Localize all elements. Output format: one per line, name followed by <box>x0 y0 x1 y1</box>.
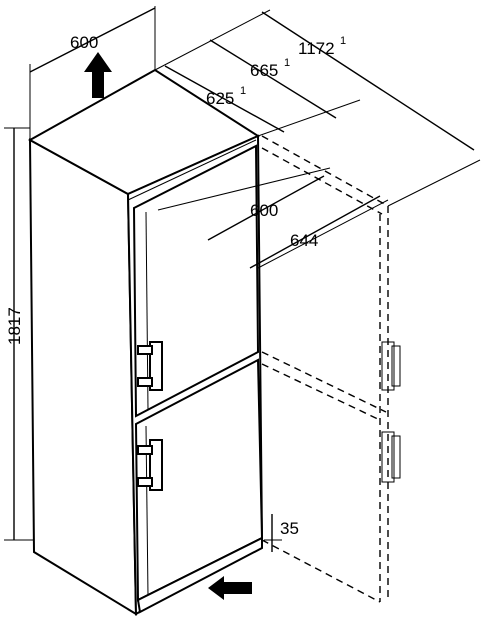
dimension-door: 600 644 <box>157 167 389 269</box>
cabinet-left-side <box>28 138 138 616</box>
note-depth-handles: 1 <box>284 57 290 69</box>
airflow-arrows <box>84 52 252 600</box>
arrow-left-icon <box>208 576 252 600</box>
upper-handle <box>137 341 163 391</box>
dimension-top-width: 600 <box>29 6 156 140</box>
lower-door <box>134 358 264 614</box>
dimension-depths: 1172 1 665 1 625 1 <box>154 9 481 207</box>
label-depth-body: 625 <box>206 89 234 108</box>
arrow-up-icon <box>84 52 112 98</box>
label-door-swing: 644 <box>290 231 318 250</box>
note-total-depth: 1 <box>340 35 346 47</box>
lower-handle <box>137 439 163 491</box>
label-door-width: 600 <box>250 201 278 220</box>
label-depth-handles: 665 <box>250 61 278 80</box>
label-top-width: 600 <box>70 33 98 52</box>
dimension-plinth: 35 <box>264 514 299 552</box>
note-depth-body: 1 <box>240 85 246 97</box>
label-total-depth: 1172 <box>298 39 335 58</box>
upper-door-panel <box>132 144 260 418</box>
upper-door <box>127 139 260 418</box>
plinth <box>136 536 263 614</box>
door-handles <box>137 341 163 491</box>
dimension-height: 1817 <box>4 127 34 541</box>
label-plinth: 35 <box>280 519 299 538</box>
label-height: 1817 <box>5 307 24 345</box>
open-door-outline <box>261 135 401 603</box>
